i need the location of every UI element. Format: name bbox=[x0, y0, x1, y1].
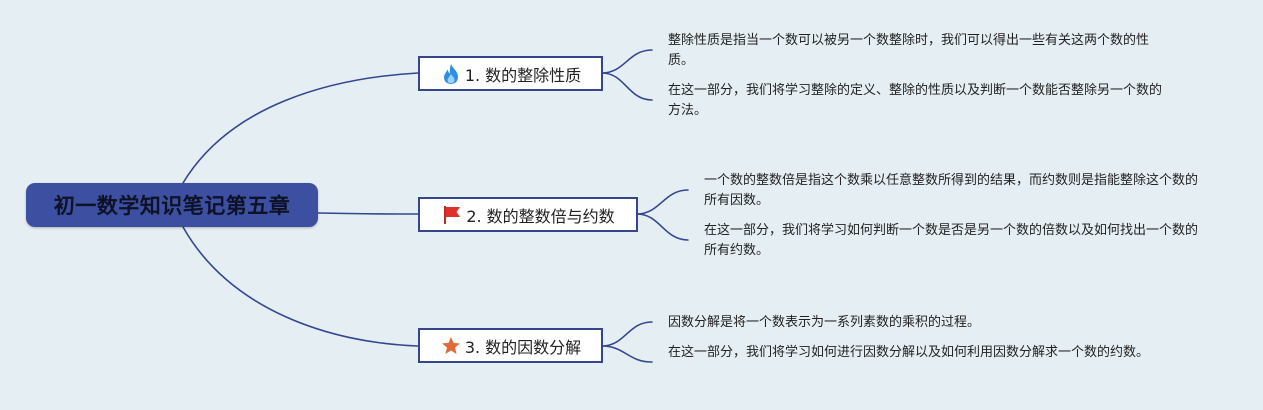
connector-branch-3-note-1 bbox=[601, 321, 653, 347]
branch-3-note-2: 在这一部分，我们将学习如何进行因数分解以及如何利用因数分解求一个数的约数。 bbox=[668, 345, 1150, 360]
branch-1-note-1: 整除性质是指当一个数可以被另一个数整除时，我们可以得出一些有关这两个数的性质。 bbox=[668, 33, 1150, 68]
branch-3-note-1: 因数分解是将一个数表示为一系列素数的乘积的过程。 bbox=[668, 315, 981, 330]
red-flag-icon bbox=[441, 204, 463, 226]
branch-topic-1[interactable]: 1. 数的整除性质 bbox=[418, 56, 603, 91]
connector-branch-2-note-2 bbox=[636, 213, 689, 241]
fire-icon bbox=[440, 63, 462, 85]
branch-topic-3-label: 3. 数的因数分解 bbox=[464, 337, 582, 357]
connector-root-branch-1 bbox=[182, 72, 419, 184]
connector-branch-3-note-2 bbox=[601, 345, 653, 363]
connector-branch-1-note-2 bbox=[601, 72, 653, 101]
branch-1-note-2: 在这一部分，我们将学习整除的定义、整除的性质以及判断一个数能否整除另一个数的方法… bbox=[668, 83, 1163, 118]
connector-root-branch-2 bbox=[317, 212, 419, 215]
branch-2-note-2: 在这一部分，我们将学习如何判断一个数是否是另一个数的倍数以及如何找出一个数的所有… bbox=[704, 223, 1199, 258]
root-topic-title: 初一数学知识笔记第五章 bbox=[53, 194, 291, 218]
star-icon bbox=[440, 335, 462, 357]
connector-branch-2-note-1 bbox=[636, 189, 689, 215]
branch-topic-3[interactable]: 3. 数的因数分解 bbox=[418, 328, 603, 363]
branch-2-note-1: 一个数的整数倍是指这个数乘以任意整数所得到的结果，而约数则是指能整除这个数的所有… bbox=[704, 173, 1199, 208]
branch-topic-2-label: 2. 数的整数倍与约数 bbox=[466, 206, 615, 226]
connector-root-branch-3 bbox=[182, 226, 419, 347]
connector-branch-1-note-1 bbox=[601, 49, 653, 74]
root-topic[interactable]: 初一数学知识笔记第五章 bbox=[26, 183, 318, 227]
branch-topic-1-label: 1. 数的整除性质 bbox=[464, 65, 582, 85]
branch-topic-2[interactable]: 2. 数的整数倍与约数 bbox=[418, 197, 638, 232]
